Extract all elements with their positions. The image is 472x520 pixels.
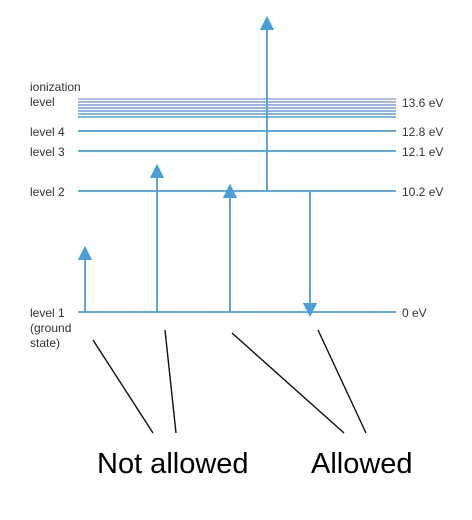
ionization-label-line1: ionization — [30, 80, 81, 94]
pointer-not-allowed-1 — [92, 339, 154, 434]
pointer-not-allowed-2 — [164, 329, 177, 434]
allowed-caption: Allowed — [311, 448, 413, 480]
level-3-label: level 3 — [30, 145, 65, 159]
level-4-label: level 4 — [30, 125, 65, 139]
ionization-energy: 13.6 eV — [402, 96, 443, 110]
not-allowed-caption: Not allowed — [97, 448, 249, 480]
level-2-energy: 10.2 eV — [402, 185, 443, 199]
level-3-energy: 12.1 eV — [402, 145, 443, 159]
level-1-label-line3: state) — [30, 336, 60, 350]
ionization-label-line2: level — [30, 95, 55, 109]
level-1-label-line1: level 1 — [30, 306, 65, 320]
pointer-allowed-2 — [317, 329, 367, 434]
pointer-allowed-1 — [231, 332, 345, 434]
level-1-label-line2: (ground — [30, 321, 71, 335]
ionization-continuum — [78, 98, 396, 118]
level-1-energy: 0 eV — [402, 306, 427, 320]
level-2-label: level 2 — [30, 185, 65, 199]
level-4-energy: 12.8 eV — [402, 125, 443, 139]
